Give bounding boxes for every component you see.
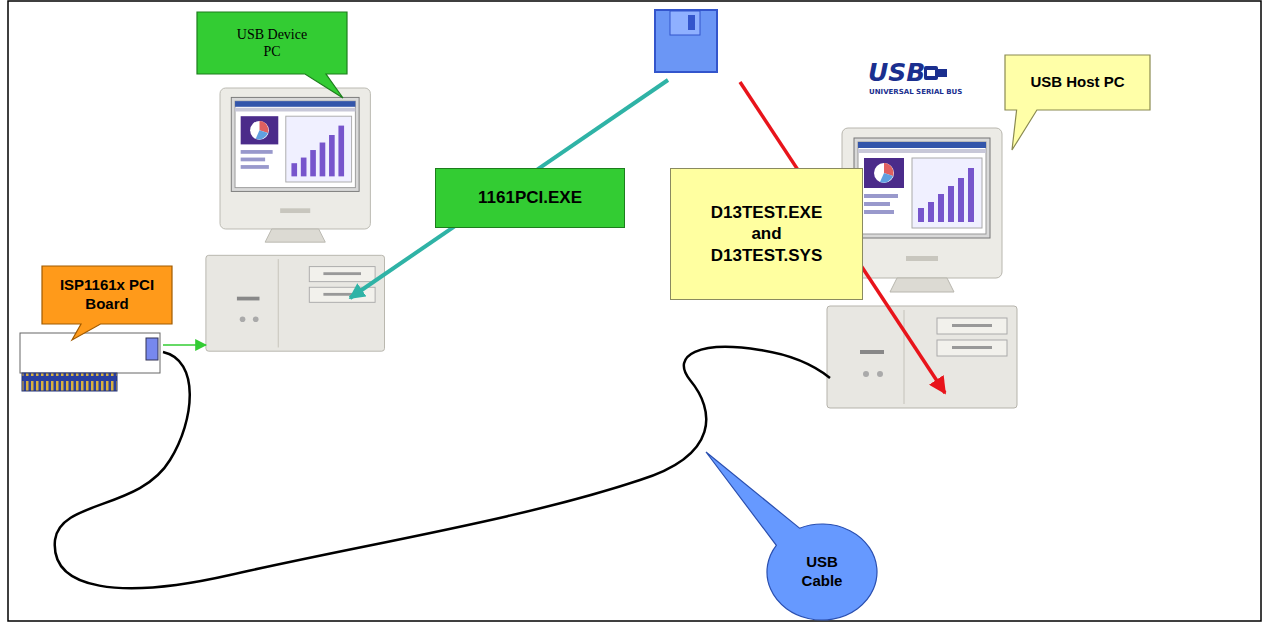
- illustration-part: [927, 70, 935, 76]
- node-text: USB Cable: [792, 553, 852, 591]
- callout-bubble: USB Host PC: [1005, 55, 1150, 110]
- node-text: 1161PCI.EXE: [478, 187, 582, 208]
- illustration-part: [688, 15, 695, 30]
- node-text: USB Device PC: [232, 26, 312, 61]
- node-text: ISP1161x PCI Board: [52, 276, 162, 314]
- pci-board: [20, 333, 160, 391]
- illustration-part: [924, 66, 938, 80]
- illustration-part: [938, 69, 947, 77]
- illustration-part: [670, 11, 700, 35]
- file-box: D13TEST.EXE and D13TEST.SYS: [670, 168, 863, 300]
- illustration-part: [146, 338, 158, 360]
- illustration-part: [22, 373, 117, 391]
- callout-bubble-shape: [197, 12, 347, 74]
- frame: [8, 1, 1261, 621]
- node-text: USB Host PC: [1030, 73, 1124, 92]
- callout-bubble: USB Cable: [767, 524, 877, 620]
- usb-plug-icon: [924, 66, 947, 80]
- callout-outline: [1005, 55, 1150, 150]
- callout-bubble: USB Device PC: [197, 12, 347, 74]
- usb-cable: [55, 347, 830, 588]
- node-text: D13TEST.EXE and D13TEST.SYS: [704, 202, 829, 266]
- install-arrow: [350, 80, 668, 298]
- callout-outline: [42, 266, 172, 340]
- device-pc: [206, 88, 385, 351]
- callout-outline: [197, 12, 347, 98]
- usb-logo-subtitle: UNIVERSAL SERIAL BUS: [869, 88, 962, 96]
- illustration-part: [206, 88, 385, 351]
- illustration-part: [655, 10, 717, 72]
- file-box: 1161PCI.EXE: [435, 168, 625, 228]
- illustration-part: [20, 333, 160, 373]
- install-arrow: [163, 344, 206, 346]
- callout-bubble: ISP1161x PCI Board: [42, 266, 172, 324]
- usb-logo-text: USB: [868, 58, 925, 87]
- callout-outline: [706, 452, 877, 620]
- floppy-disk: [655, 10, 717, 72]
